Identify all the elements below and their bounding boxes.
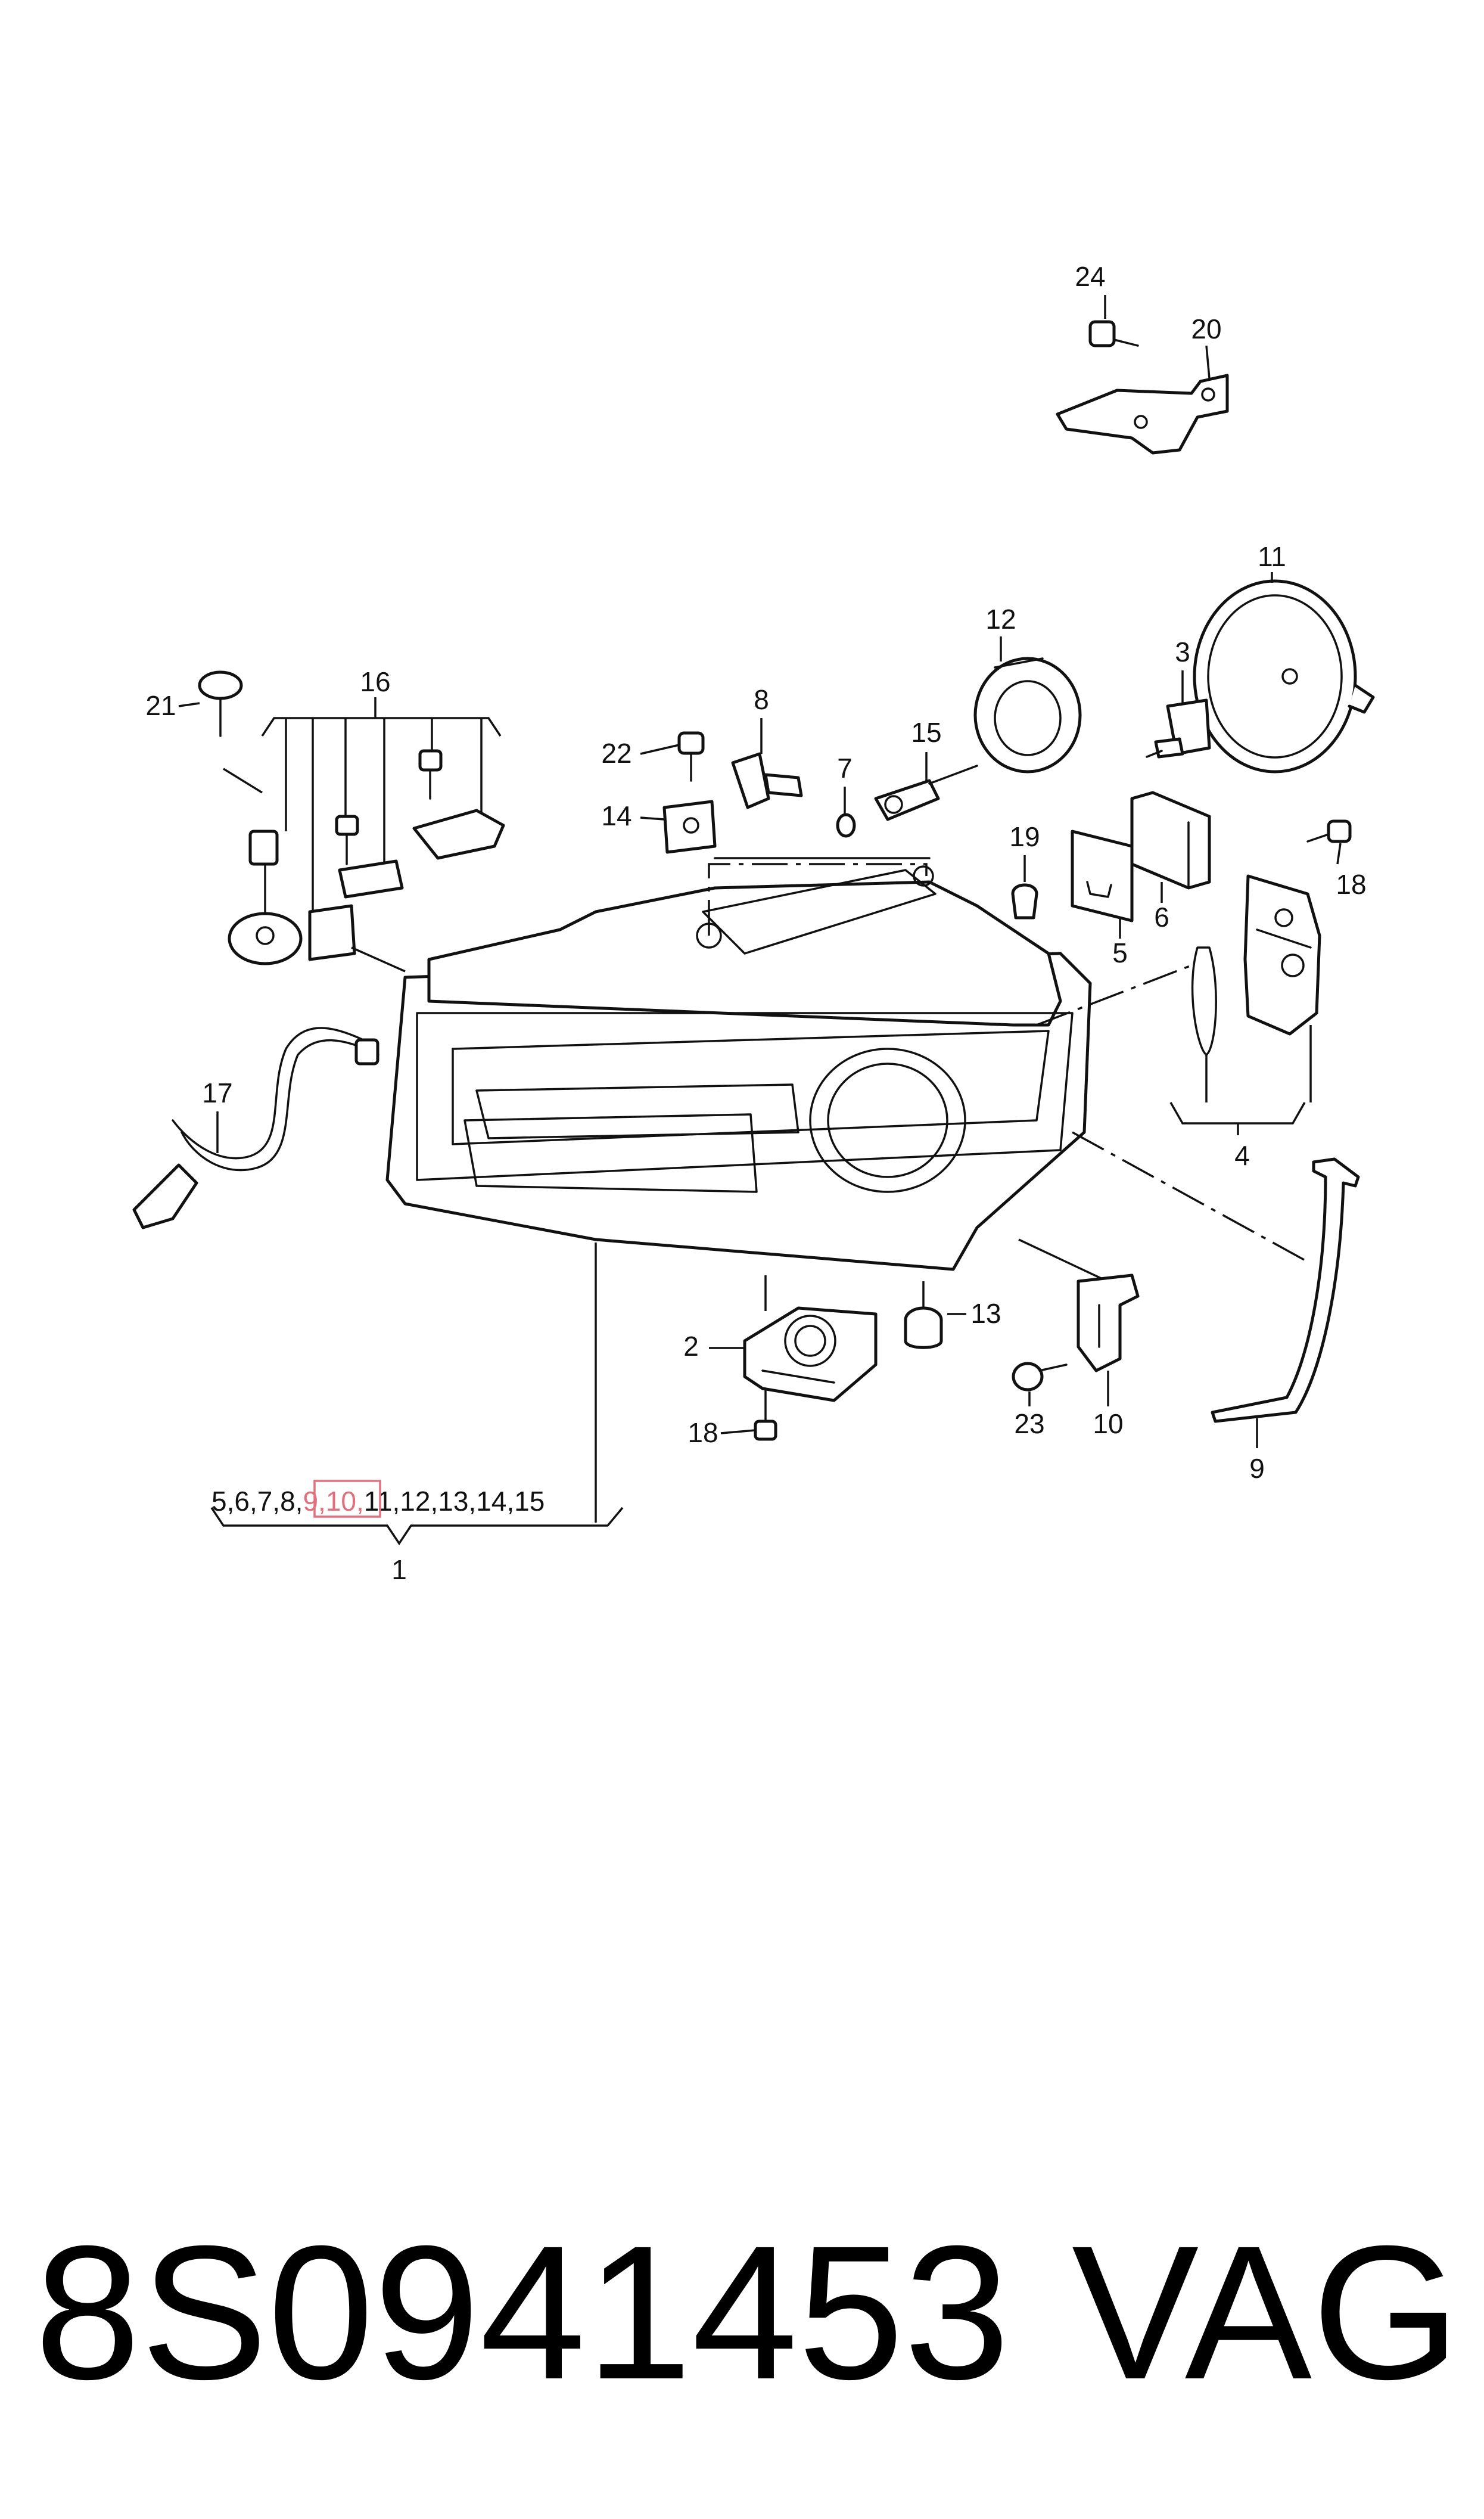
callout-4: 4 bbox=[1234, 1140, 1250, 1171]
label-5 bbox=[1071, 830, 1134, 923]
bulb-3 bbox=[1146, 698, 1211, 759]
wiring-harness-17 bbox=[132, 1027, 379, 1229]
bracket-14 bbox=[662, 800, 717, 854]
control-unit-4 bbox=[1191, 874, 1321, 1056]
callout-13: 13 bbox=[970, 1298, 1001, 1329]
screw-22 bbox=[677, 731, 705, 782]
bulb-8 bbox=[731, 752, 803, 809]
group-list-after: 11,12,13,14,15 bbox=[364, 1486, 545, 1517]
screw-18-bottom bbox=[754, 1387, 777, 1441]
trim-strip-9 bbox=[1211, 1157, 1360, 1423]
callout-8: 8 bbox=[754, 684, 769, 715]
ballast-2 bbox=[743, 1306, 878, 1402]
bracket-20 bbox=[1056, 374, 1229, 455]
callout-2: 2 bbox=[683, 1331, 699, 1362]
callout-23: 23 bbox=[1014, 1408, 1044, 1439]
callout-18-top: 18 bbox=[1336, 869, 1366, 900]
callout-6: 6 bbox=[1154, 902, 1169, 933]
adjuster-16a bbox=[228, 830, 356, 965]
bolt-24 bbox=[1088, 320, 1139, 347]
callout-1: 1 bbox=[391, 1554, 407, 1585]
screw-21 bbox=[198, 670, 263, 794]
callout-20: 20 bbox=[1191, 313, 1221, 344]
callout-10: 10 bbox=[1093, 1408, 1123, 1439]
callout-11: 11 bbox=[1258, 541, 1286, 572]
group-list-before: 5,6,7,8, bbox=[211, 1486, 303, 1517]
callout-21: 21 bbox=[145, 690, 176, 721]
callout-5: 5 bbox=[1112, 937, 1128, 968]
cover-cap-11 bbox=[1193, 579, 1375, 774]
callout-24: 24 bbox=[1075, 261, 1105, 292]
headlight-housing-1 bbox=[385, 857, 1092, 1271]
callout-16: 16 bbox=[360, 666, 390, 697]
callout-22: 22 bbox=[601, 738, 631, 769]
bulb-15 bbox=[874, 765, 978, 821]
group-brace-4 bbox=[1169, 1102, 1306, 1125]
group-list-highlighted: 9,10, bbox=[303, 1486, 363, 1517]
seal-ring-12 bbox=[973, 657, 1082, 774]
group-brace-1 bbox=[210, 1507, 624, 1546]
callout-14: 14 bbox=[601, 800, 631, 831]
screw-18-top bbox=[1306, 819, 1352, 843]
part-number-text: 8S0941453 bbox=[35, 2206, 1010, 2419]
callout-19: 19 bbox=[1009, 821, 1040, 852]
callout-17: 17 bbox=[202, 1077, 232, 1108]
callout-12: 12 bbox=[985, 604, 1016, 635]
brand-text: VAG bbox=[1071, 2206, 1460, 2419]
callout-18-bottom: 18 bbox=[687, 1417, 718, 1448]
bracket-16b bbox=[335, 815, 404, 899]
callout-15: 15 bbox=[911, 717, 941, 748]
bulb-7 bbox=[836, 813, 856, 838]
bracket-16c bbox=[412, 749, 505, 860]
grommet-13 bbox=[904, 1306, 943, 1349]
highlight-box bbox=[313, 1480, 381, 1518]
module-6 bbox=[1130, 791, 1211, 890]
screw-23 bbox=[1012, 1362, 1068, 1391]
group-brace-16 bbox=[261, 717, 502, 737]
callout-9: 9 bbox=[1249, 1453, 1265, 1484]
callout-7: 7 bbox=[837, 753, 853, 784]
group-1-parts-list: 5,6,7,8,9,10,11,12,13,14,15 bbox=[211, 1486, 545, 1517]
bracket-10 bbox=[1077, 1274, 1140, 1372]
callout-3: 3 bbox=[1175, 636, 1190, 667]
